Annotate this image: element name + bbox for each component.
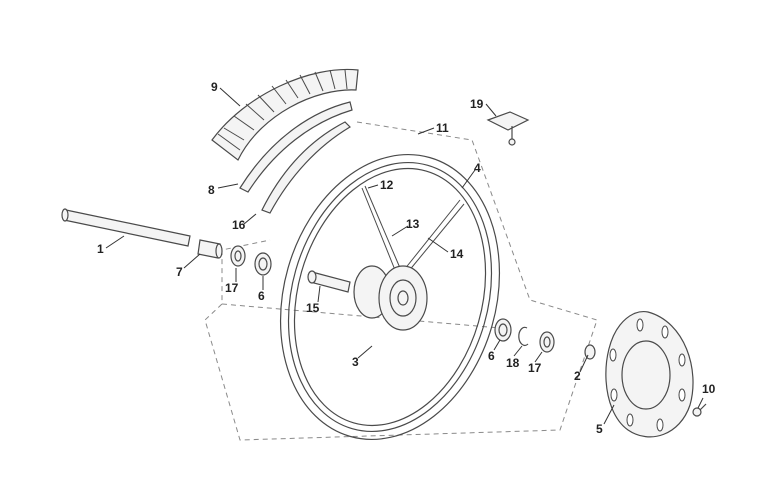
callout-6a: 6 bbox=[258, 289, 265, 303]
wheel-hub bbox=[353, 265, 428, 331]
callout-16: 16 bbox=[232, 218, 246, 232]
callout-18: 18 bbox=[506, 356, 520, 370]
callout-7: 7 bbox=[176, 265, 183, 279]
bearing-left bbox=[254, 252, 272, 276]
callout-4: 4 bbox=[474, 161, 481, 175]
callout-5: 5 bbox=[596, 422, 603, 436]
callouts: 1 2 3 4 5 6 6 7 8 9 10 11 12 13 14 15 16… bbox=[97, 80, 716, 436]
seal-right bbox=[539, 331, 555, 353]
callout-19: 19 bbox=[470, 97, 484, 111]
callout-6b: 6 bbox=[488, 349, 495, 363]
spokes bbox=[361, 185, 465, 273]
callout-14: 14 bbox=[450, 247, 464, 261]
leader-lines bbox=[105, 87, 704, 425]
hub-spacer bbox=[307, 270, 351, 293]
bearing-right bbox=[494, 318, 512, 342]
rim-tape bbox=[261, 121, 351, 214]
callout-3: 3 bbox=[352, 355, 359, 369]
inner-tube bbox=[239, 101, 353, 193]
callout-17a: 17 bbox=[225, 281, 239, 295]
callout-9: 9 bbox=[211, 80, 218, 94]
axle-nut bbox=[584, 344, 596, 360]
callout-12: 12 bbox=[380, 178, 394, 192]
callout-1: 1 bbox=[97, 242, 104, 256]
callout-11: 11 bbox=[436, 121, 449, 135]
callout-15: 15 bbox=[306, 301, 320, 315]
callout-13: 13 bbox=[406, 217, 420, 231]
seal-left bbox=[230, 245, 246, 267]
tyre bbox=[211, 68, 359, 161]
callout-17b: 17 bbox=[528, 361, 542, 375]
brake-disc bbox=[605, 310, 694, 438]
spacer bbox=[197, 239, 223, 259]
tyre-valve bbox=[486, 111, 530, 146]
disc-bolt bbox=[692, 403, 707, 417]
callout-2: 2 bbox=[574, 369, 581, 383]
wheel-rim bbox=[279, 153, 501, 441]
circlip bbox=[518, 326, 529, 346]
callout-8: 8 bbox=[208, 183, 215, 197]
callout-10: 10 bbox=[702, 382, 716, 396]
axle bbox=[61, 208, 191, 247]
